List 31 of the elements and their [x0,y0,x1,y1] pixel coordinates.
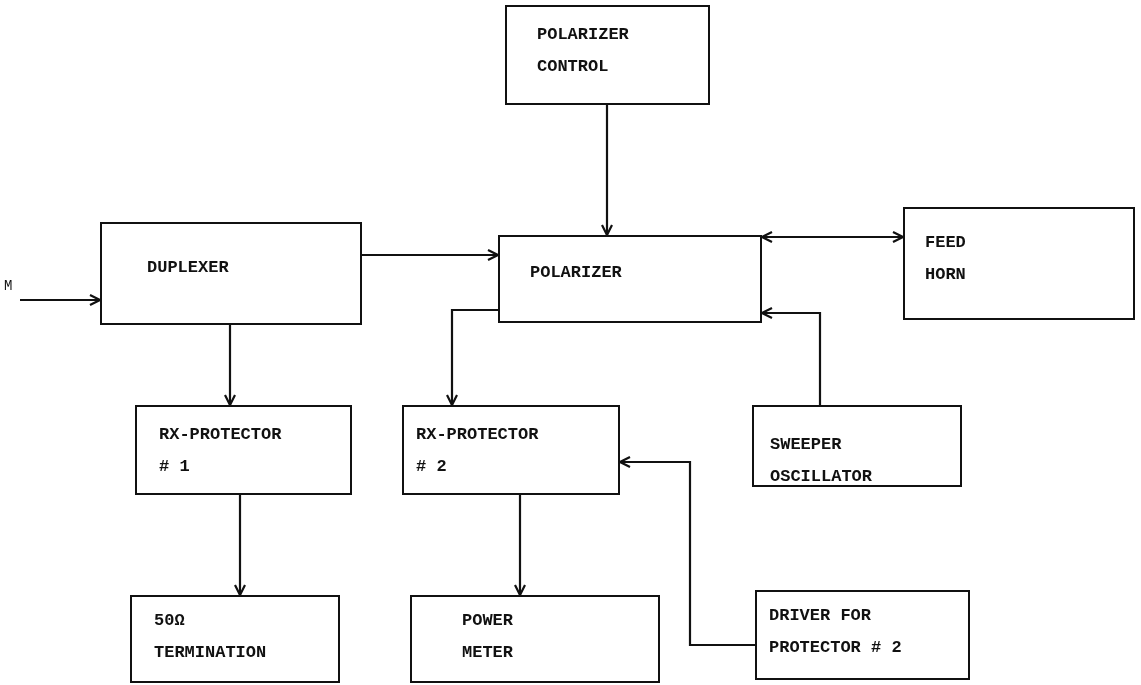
block-label: DUPLEXER [147,257,230,279]
block-label: 50Ω TERMINATION [154,610,268,665]
arrow [760,230,905,244]
block-label: DRIVER FOR PROTECTOR # 2 [769,605,903,660]
arrow [600,105,614,237]
block-label: RX-PROTECTOR # 1 [159,424,283,479]
block-box [755,590,970,680]
block-box [130,595,340,683]
arrow [362,248,500,262]
arrow [20,293,102,307]
arrow [223,325,237,407]
block-label: POLARIZER [530,262,623,284]
block-box [410,595,660,683]
block-box [498,235,762,323]
block-box [402,405,620,495]
block-box [505,5,710,105]
block-label: SWEEPER OSCILLATOR [770,434,874,489]
arrow [760,306,822,405]
arrow [513,495,527,597]
block-label: RX-PROTECTOR # 2 [416,424,540,479]
block-box [135,405,352,495]
arrow [445,308,498,407]
block-label: POLARIZER CONTROL [537,24,630,79]
block-box [100,222,362,325]
input-label: M [4,278,13,294]
arrow [618,455,755,647]
block-label: FEED HORN [925,232,967,287]
block-box [752,405,962,487]
block-box [903,207,1135,320]
block-label: POWER METER [462,610,514,665]
arrow [233,495,247,597]
